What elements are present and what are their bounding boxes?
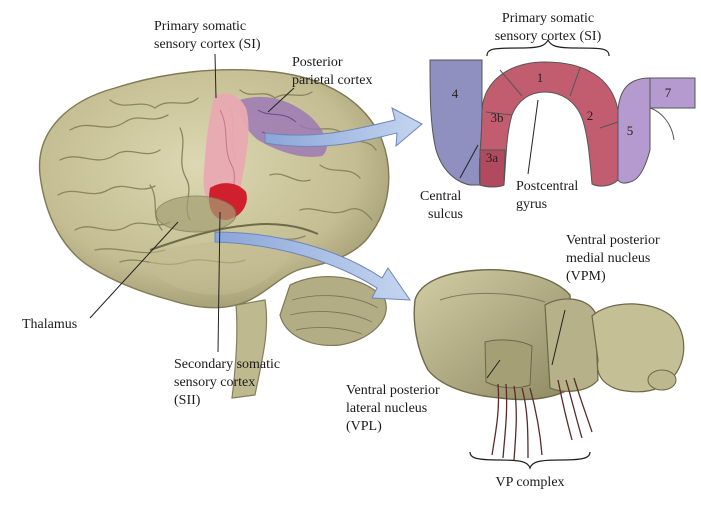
area-3b-label: 3b [491,110,504,125]
si-brain-label-line2: sensory cortex (SI) [154,37,261,52]
cortex-cross-section: 4 1 3b 2 3a 5 7 [429,38,696,188]
postcentral-gyrus-label-line1: Postcentral [516,179,578,194]
thalamus-label: Thalamus [22,317,77,332]
arrow-to-thalamus-section [214,231,411,301]
vpl-nucleus [413,269,576,401]
vpm-label-line3: (VPM) [566,269,606,284]
si-section-label-line1: Primary somatic [502,11,594,26]
area-7 [649,77,696,109]
vpm-label-line1: Ventral posterior [566,233,660,248]
cerebellum [279,275,387,347]
sii-label-line1: Secondary somatic [174,357,280,372]
si-brain-label-line1: Primary somatic [154,19,246,34]
postcentral-gyrus-label-line2: gyrus [516,197,547,212]
vpl-label-line2: lateral nucleus [346,401,427,416]
central-sulcus-label-line2: sulcus [428,207,463,222]
ppc-label-line2: parietal cortex [292,73,372,88]
thalamus-in-brain [155,195,237,233]
area-3a [479,149,506,188]
brain-illustration [38,69,390,399]
vpl-label-line1: Ventral posterior [346,383,440,398]
vpm-nucleus [544,298,599,392]
ppc-label-line1: Posterior [292,55,343,70]
sii-label-line3: (SII) [174,393,201,408]
si-region [203,93,249,211]
vp-complex-brace [469,451,591,470]
area-4 [429,59,483,186]
area-7-label: 7 [665,85,672,100]
area-3a-label: 3a [486,150,499,165]
thalamus-section [413,269,685,470]
si-section-label-line2: sensory cortex (SI) [495,29,602,44]
area-4-label: 4 [452,86,459,101]
si-brace [486,38,610,57]
area-5-label: 5 [627,123,634,138]
area-2-label: 2 [587,108,594,123]
vpl-label-line3: (VPL) [346,419,382,434]
arrow-to-cortex-section [264,107,423,148]
vpm-label-line2: medial nucleus [566,251,650,266]
vp-complex-label: VP complex [495,475,564,490]
brainstem [231,299,268,399]
central-sulcus-label-line1: Central [420,189,461,204]
sii-label-line2: sensory cortex [174,375,255,390]
area-5 [617,77,651,184]
thalamocortical-fibers [491,377,593,461]
area-1-label: 1 [537,70,544,85]
